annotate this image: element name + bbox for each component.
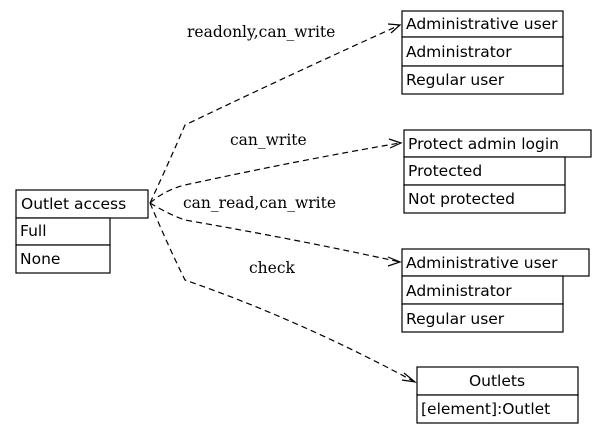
- edge-outlet-access-to-admin-user-1: readonly,can_write: [149, 23, 402, 204]
- edge-outlet-access-to-admin-user-2: can_read,can_write: [149, 194, 402, 267]
- node-value: Regular user: [406, 310, 505, 328]
- node-title: Outlets: [469, 372, 525, 390]
- node-title: Administrative user: [406, 15, 558, 33]
- edge-outlet-access-to-outlets: check: [149, 202, 418, 383]
- edge-label-check: check: [249, 259, 296, 277]
- node-title: Protect admin login: [408, 135, 559, 153]
- node-value: Full: [20, 222, 47, 240]
- node-outlets: Outlets [element]:Outlet: [416, 366, 579, 424]
- arrowhead-icon: [387, 23, 402, 34]
- node-value: Not protected: [408, 190, 515, 208]
- node-value: None: [20, 250, 60, 268]
- node-value: Administrator: [406, 282, 512, 300]
- node-outlet-access: Outlet access Full None: [15, 189, 149, 274]
- node-administrative-user-2: Administrative user Administrator Regula…: [401, 248, 590, 333]
- edge-label-can-write: can_write: [230, 131, 307, 149]
- arrowhead-icon: [388, 138, 403, 149]
- node-title: Administrative user: [406, 254, 558, 272]
- node-value: [element]:Outlet: [421, 400, 550, 418]
- node-value: Administrator: [406, 43, 512, 61]
- edge-label-readonly-can-write: readonly,can_write: [187, 23, 335, 41]
- node-administrative-user-1: Administrative user Administrator Regula…: [401, 10, 564, 95]
- edge-label-can-read-can-write: can_read,can_write: [183, 194, 336, 212]
- node-value: Regular user: [406, 71, 505, 89]
- node-protect-admin-login: Protect admin login Protected Not protec…: [403, 129, 592, 214]
- node-value: Protected: [408, 162, 482, 180]
- arrowhead-icon: [387, 256, 402, 267]
- edge-outlet-access-to-protect-admin-login: can_write: [149, 131, 403, 204]
- node-title: Outlet access: [21, 195, 126, 213]
- arrowhead-icon: [401, 372, 418, 383]
